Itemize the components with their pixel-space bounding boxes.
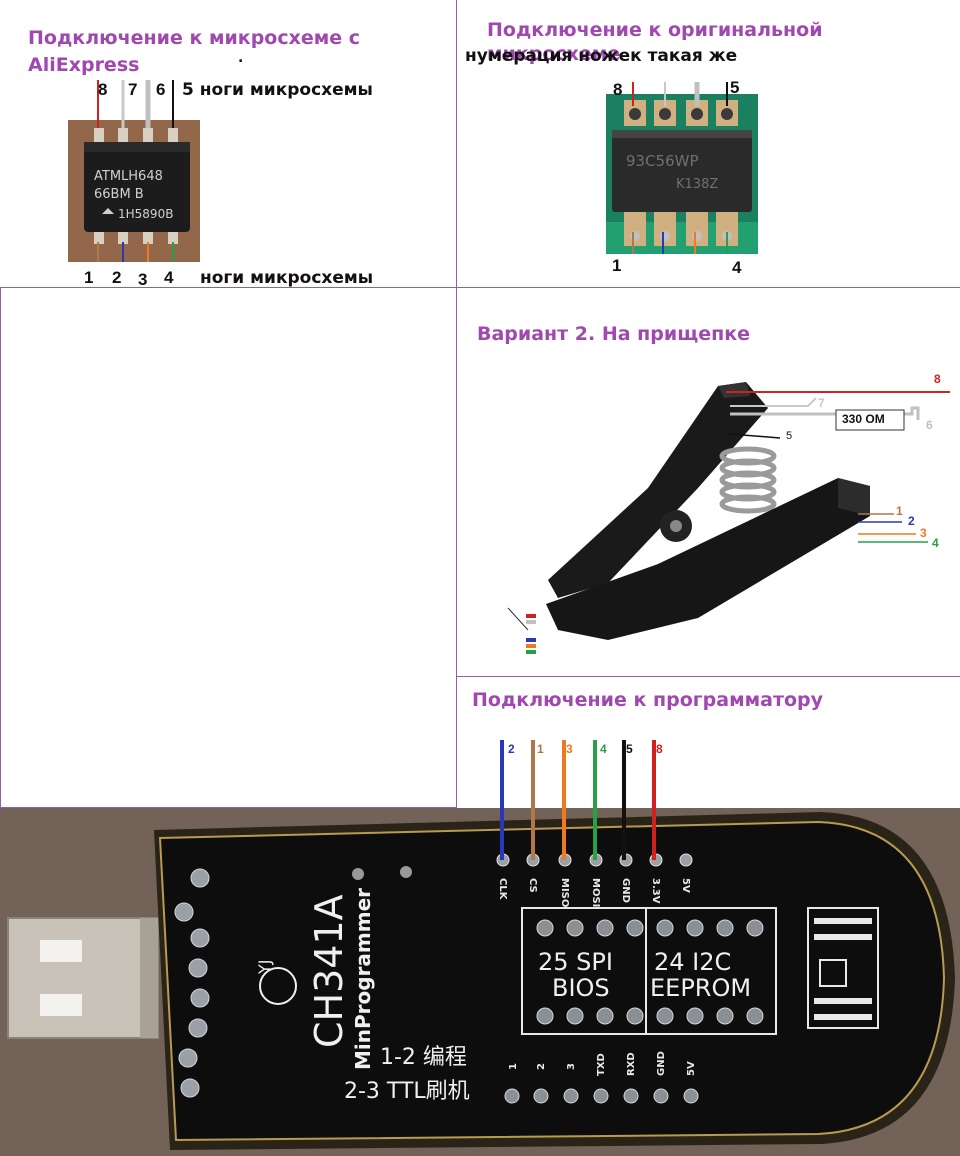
original-chip-photo: 93C56WP K138Z — [606, 82, 758, 254]
clip-label-1: 1 — [896, 504, 903, 518]
chip-text-2: 66BM B — [94, 187, 144, 202]
programmer-board-photo: CLK CS MISO MOSI GND 3.3V 5V 25 SPI BIOS… — [0, 808, 960, 1156]
frame-vertical-divider — [456, 0, 457, 808]
header-label-2: 2 — [536, 1063, 547, 1070]
board-mode1: 1-2 编程 — [380, 1045, 467, 1070]
aliexpress-title-line1: Подключение к микросхеме с — [28, 27, 361, 49]
pin-label-gnd: GND — [620, 878, 631, 903]
pin-label-clk: CLK — [497, 878, 508, 901]
socket-i2c-line2: EEPROM — [650, 974, 751, 1002]
original-chip-text-1: 93C56WP — [626, 152, 699, 170]
ali-top-label: 5 ноги микросхемы — [182, 80, 373, 100]
pin-label-cs: CS — [527, 878, 538, 893]
clip-label-5: 5 — [786, 430, 793, 442]
prog-wire-label-4: 4 — [600, 742, 607, 756]
orig-bottom-pin-4: 4 — [732, 258, 742, 277]
clip-label-8: 8 — [934, 372, 941, 386]
socket-i2c-line1: 24 I2C — [654, 948, 731, 976]
header-label-rxd: RXD — [626, 1052, 637, 1076]
ali-bottom-pin-4: 4 — [164, 268, 174, 287]
ali-bottom-label: ноги микросхемы — [200, 268, 374, 288]
board-subtitle: MinProgrammer — [351, 888, 375, 1070]
programmer-wires — [500, 740, 656, 860]
aliexpress-chip-photo: ATMLH648 66BM B 1H5890B — [68, 80, 200, 262]
resistor-label: 330 ОМ — [842, 412, 885, 426]
prog-wire-label-8: 8 — [656, 742, 663, 756]
ali-bottom-pin-1: 1 — [84, 268, 94, 287]
pin-label-3v3: 3.3V — [650, 878, 661, 904]
header-label-5v: 5V — [686, 1061, 697, 1076]
board-mode2: 2-3 TTL刷机 — [344, 1079, 470, 1104]
clip-label-6: 6 — [926, 418, 933, 432]
pin-label-mosi: MOSI — [590, 878, 601, 907]
header-label-1: 1 — [508, 1063, 519, 1070]
orig-top-pin-5: 5 — [730, 78, 740, 97]
frame-left-edge — [0, 287, 1, 808]
orig-bottom-pin-1: 1 — [612, 256, 622, 275]
pin-label-miso: MISO — [559, 878, 570, 907]
ali-top-pin-7: 7 — [128, 80, 138, 99]
socket-spi-line1: 25 SPI — [538, 948, 613, 976]
frame-right-mid-divider — [456, 676, 960, 677]
clip-photo — [507, 382, 950, 654]
socket-spi-line2: BIOS — [552, 974, 610, 1002]
header-label-gnd: GND — [656, 1051, 667, 1076]
ali-top-pin-6: 6 — [156, 80, 166, 99]
original-subtitle: нумерация ножек такая же — [465, 46, 738, 66]
aliexpress-title-line2: AliExpress — [28, 54, 140, 76]
chip-text-1: ATMLH648 — [94, 169, 163, 184]
programmer-title: Подключение к программатору — [472, 689, 824, 711]
prog-wire-label-3: 3 — [566, 742, 573, 756]
prog-wire-label-2: 2 — [508, 742, 515, 756]
original-chip-text-2: K138Z — [676, 177, 718, 192]
aliexpress-dot: . — [238, 50, 244, 66]
ali-bottom-pin-3: 3 — [138, 270, 148, 289]
prog-wire-label-5: 5 — [626, 742, 633, 756]
original-title: Подключение к оригинальной микросхеме — [487, 19, 823, 65]
chip-text-3: 1H5890B — [118, 207, 173, 221]
clip-label-3: 3 — [920, 526, 927, 540]
clip-label-2: 2 — [908, 514, 915, 528]
pin-label-5v: 5V — [680, 878, 691, 893]
clip-label-4: 4 — [932, 536, 939, 550]
frame-top-divider — [0, 287, 960, 288]
board-model: CH341A — [307, 894, 351, 1048]
prog-wire-label-1: 1 — [537, 742, 544, 756]
clip-title: Вариант 2. На прищепке — [477, 323, 751, 345]
ali-bottom-pin-2: 2 — [112, 268, 122, 287]
header-label-txd: TXD — [596, 1053, 607, 1076]
clip-label-7: 7 — [818, 396, 825, 410]
frame-left-bottom — [0, 807, 457, 808]
ali-top-pin-8: 8 — [98, 80, 108, 99]
orig-top-pin-8: 8 — [613, 80, 623, 99]
header-label-3: 3 — [566, 1063, 577, 1070]
board-logo: YJ — [255, 960, 274, 976]
